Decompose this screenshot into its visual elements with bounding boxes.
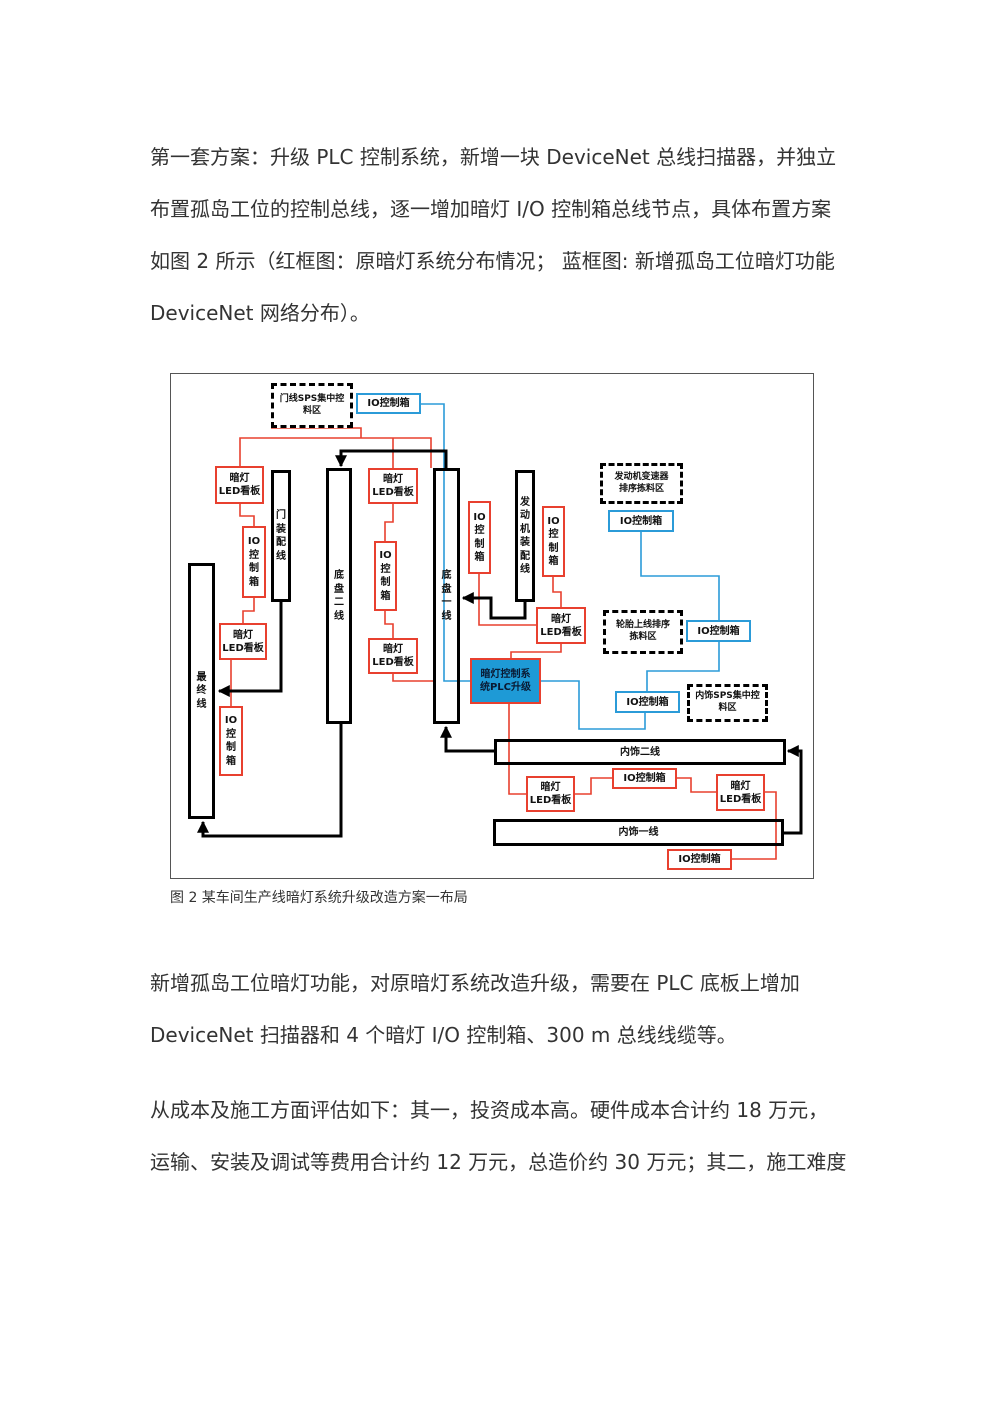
node-label: IO控制箱 (224, 715, 238, 767)
door-assembly-line: 门装配线 (271, 470, 291, 602)
red-bus-line (239, 504, 255, 526)
chassis-line-1: 底盘一线 (433, 468, 460, 724)
final-line: 最终线 (188, 563, 215, 819)
node-label: 暗灯 LED看板 (222, 629, 264, 654)
andon-led-board: 暗灯 LED看板 (215, 466, 264, 504)
tire-picking-area: 轮胎上线排序 拣料区 (603, 610, 683, 654)
io-control-box-new: IO控制箱 (615, 691, 680, 713)
node-label: 内饰二线 (620, 746, 660, 758)
blue-devicenet-line (640, 532, 720, 620)
engine-assembly-line: 发动机装配线 (515, 470, 535, 602)
io-control-box: IO控制箱 (374, 541, 397, 611)
paragraph-upgrade-needs: 新增孤岛工位暗灯功能，对原暗灯系统改造升级，需要在 PLC 底板上增加 Devi… (150, 957, 800, 1061)
red-bus-line (732, 791, 777, 860)
node-label: 发动机装配线 (520, 496, 530, 576)
node-label: IO控制箱 (473, 511, 486, 564)
node-label: 发动机变速器 排序拣料区 (614, 471, 669, 494)
paragraph-scheme-one: 第一套方案：升级 PLC 控制系统，新增一块 DeviceNet 总线扫描器，并… (150, 131, 836, 339)
andon-led-board: 暗灯 LED看板 (526, 776, 575, 812)
io-control-box: IO控制箱 (219, 706, 243, 776)
io-control-box: IO控制箱 (612, 768, 677, 789)
node-label: 底盘二线 (334, 570, 344, 622)
node-label: IO控制箱 (697, 625, 740, 637)
node-label: 暗灯 LED看板 (529, 782, 572, 806)
red-bus-line (478, 574, 536, 626)
trim-line-1: 内饰一线 (493, 819, 784, 846)
flow-arrow (197, 724, 343, 838)
red-bus-line (508, 704, 526, 795)
red-bus-line (552, 577, 562, 607)
node-label: 轮胎上线排序 拣料区 (615, 620, 670, 642)
node-label: 暗灯 LED看板 (540, 613, 582, 638)
andon-led-board: 暗灯 LED看板 (368, 468, 418, 504)
blue-devicenet-line (541, 680, 646, 730)
node-label: IO控制箱 (547, 515, 560, 568)
io-control-box: IO控制箱 (468, 501, 491, 574)
node-label: 暗灯 LED看板 (218, 473, 261, 497)
paragraph-line: DeviceNet 网络分布）。 (150, 301, 370, 325)
blue-devicenet-line (646, 642, 720, 691)
red-bus-line (575, 777, 612, 795)
figure-caption: 图 2 某车间生产线暗灯系统升级改造方案一布局 (170, 890, 468, 906)
chassis-line-2: 底盘二线 (326, 468, 352, 724)
engine-transmission-picking-area: 发动机变速器 排序拣料区 (600, 463, 683, 504)
node-label: 底盘一线 (441, 570, 452, 622)
paragraph-cost-evaluation: 从成本及施工方面评估如下：其一，投资成本高。硬件成本合计约 18 万元， 运输、… (150, 1084, 846, 1188)
node-label: 暗灯控制系 统PLC升级 (479, 669, 532, 693)
node-label: 内饰SPS集中控 料区 (695, 691, 760, 713)
node-label: IO控制箱 (247, 536, 261, 588)
andon-led-board: 暗灯 LED看板 (716, 774, 765, 811)
paragraph-line: 布置孤岛工位的控制总线，逐一增加暗灯 I/O 控制箱总线节点，具体布置方案 (150, 197, 832, 221)
node-label: IO控制箱 (367, 398, 410, 409)
red-bus-line (242, 598, 255, 623)
figure-layout-diagram: 门线SPS集中控 料区 IO控制箱 暗灯 LED看板 门装配线 IO控制箱 暗灯… (170, 373, 814, 879)
node-label: 门装配线 (276, 510, 286, 562)
trim-line-2: 内饰二线 (494, 739, 786, 765)
door-line-sps-area: 门线SPS集中控 料区 (271, 383, 353, 428)
node-label: IO控制箱 (379, 550, 392, 602)
trim-sps-area: 内饰SPS集中控 料区 (687, 684, 768, 722)
io-control-box-new: IO控制箱 (686, 620, 751, 642)
io-control-box: IO控制箱 (542, 506, 565, 577)
connector-layer (197, 403, 803, 860)
io-control-box: IO控制箱 (242, 526, 266, 598)
flow-arrow (217, 602, 283, 697)
andon-led-board: 暗灯 LED看板 (536, 607, 586, 644)
andon-led-board: 暗灯 LED看板 (219, 623, 267, 660)
paragraph-line: 运输、安装及调试等费用合计约 12 万元，总造价约 30 万元；其二，施工难度 (150, 1150, 847, 1174)
node-label: 暗灯 LED看板 (372, 474, 414, 498)
red-bus-line (392, 674, 433, 682)
red-bus-line (384, 611, 394, 638)
flow-arrow (335, 449, 448, 468)
red-bus-line (510, 644, 562, 658)
node-label: IO控制箱 (623, 773, 666, 784)
red-bus-line (677, 777, 716, 793)
io-control-box: IO控制箱 (667, 849, 732, 870)
paragraph-line: 第一套方案：升级 PLC 控制系统，新增一块 DeviceNet 总线扫描器，并… (150, 145, 837, 169)
flow-arrow (461, 592, 527, 620)
flow-arrow (784, 745, 803, 835)
node-label: IO控制箱 (626, 696, 669, 708)
node-label: 门线SPS集中控 料区 (279, 393, 345, 416)
paragraph-line: 新增孤岛工位暗灯功能，对原暗灯系统改造升级，需要在 PLC 底板上增加 (150, 971, 800, 995)
andon-led-board: 暗灯 LED看板 (368, 638, 418, 674)
io-control-box-new: IO控制箱 (608, 510, 674, 532)
node-label: IO控制箱 (619, 515, 663, 527)
paragraph-line: 如图 2 所示（红框图：原暗灯系统分布情况； 蓝框图: 新增孤岛工位暗灯功能 (150, 249, 835, 273)
node-label: IO控制箱 (678, 854, 721, 865)
node-label: 最终线 (196, 671, 207, 710)
red-bus-line (384, 504, 394, 541)
andon-plc-upgrade: 暗灯控制系 统PLC升级 (470, 658, 541, 704)
red-bus-line (271, 427, 362, 438)
paragraph-line: 从成本及施工方面评估如下：其一，投资成本高。硬件成本合计约 18 万元， (150, 1098, 829, 1122)
flow-arrow (440, 725, 494, 753)
io-control-box-new: IO控制箱 (356, 393, 421, 414)
node-label: 内饰一线 (618, 827, 659, 838)
node-label: 暗灯 LED看板 (372, 644, 414, 668)
node-label: 暗灯 LED看板 (719, 780, 762, 805)
red-bus-line (239, 437, 432, 468)
paragraph-line: DeviceNet 扫描器和 4 个暗灯 I/O 控制箱、300 m 总线线缆等… (150, 1023, 737, 1047)
